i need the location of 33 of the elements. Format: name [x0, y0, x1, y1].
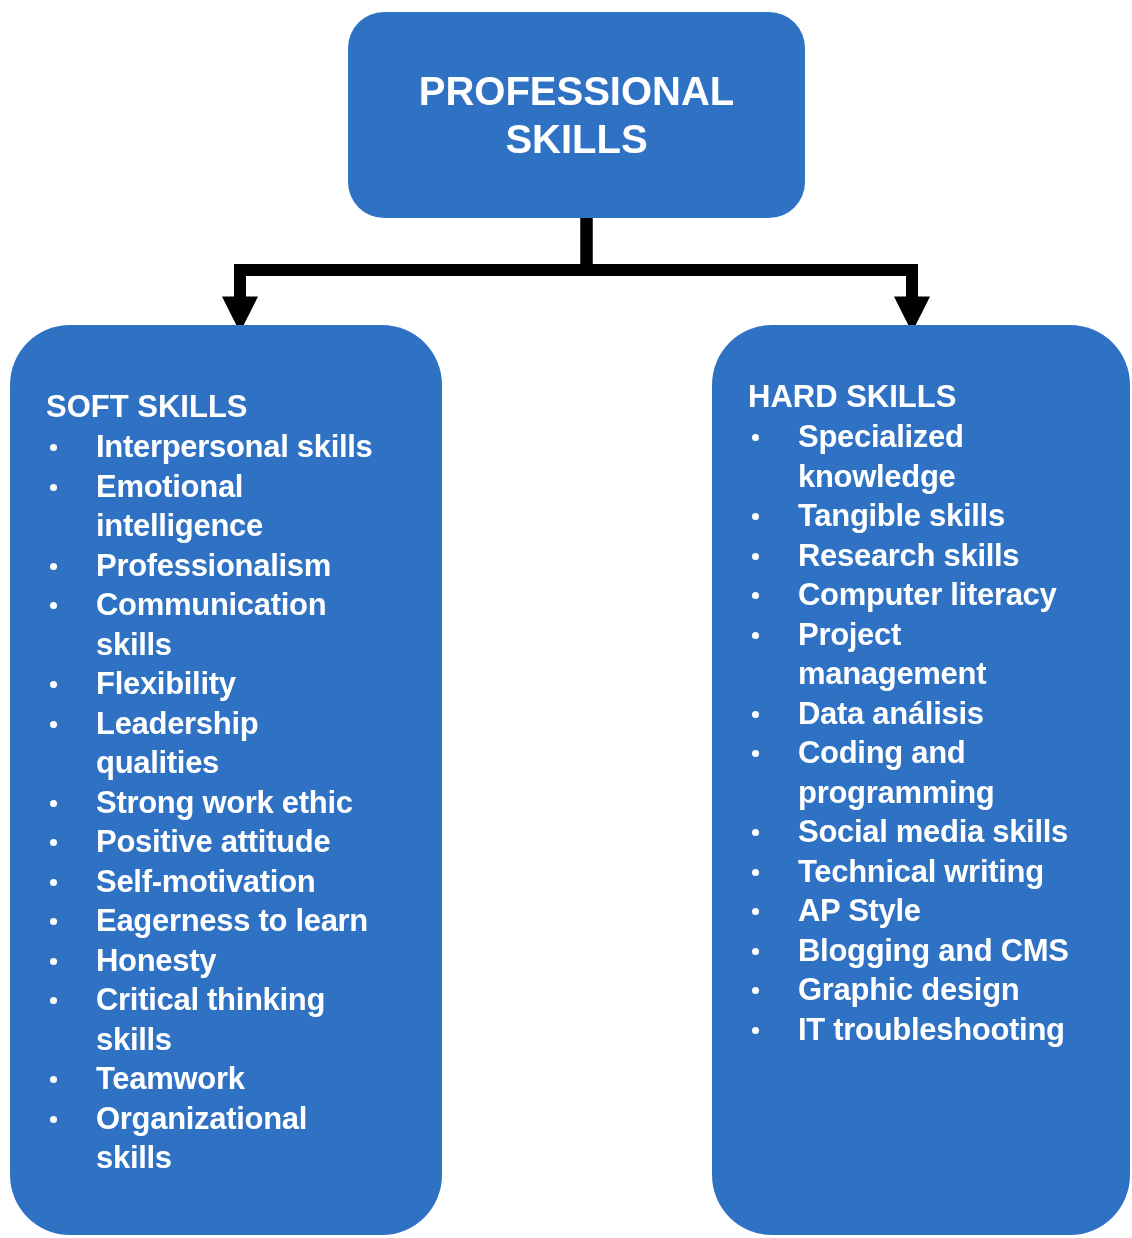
skill-item: AP Style — [798, 892, 922, 930]
skill-item: IT troubleshooting — [798, 1010, 1066, 1049]
skill-item: Specialized knowledge — [798, 418, 965, 496]
skill-item: Emotional intelligence — [96, 467, 264, 545]
section-heading: HARD SKILLS — [748, 378, 957, 416]
skill-item: Communication skills — [96, 586, 328, 664]
skill-item: Social media skills — [798, 813, 1069, 851]
skill-item: Research skills — [798, 536, 1021, 575]
skill-item: Tangible skills — [798, 497, 1006, 535]
skill-item: Positive attitude — [96, 823, 332, 861]
title-text: PROFESSIONAL SKILLS — [417, 68, 736, 163]
skill-item: Interpersonal skills — [96, 428, 374, 466]
skill-item: Data análisis — [798, 694, 985, 733]
skill-item: Blogging and CMS — [798, 931, 1070, 970]
skill-item: Honesty — [96, 941, 218, 980]
rounded-box — [712, 325, 1130, 1235]
skill-item: Eagerness to learn — [96, 902, 369, 940]
rounded-box — [10, 325, 442, 1235]
skill-item: Self-motivation — [96, 862, 317, 901]
skill-item: Critical thinking skills — [96, 981, 327, 1059]
skill-item: Professionalism — [96, 546, 332, 585]
skill-item: Technical writing — [798, 852, 1045, 891]
skill-item: Organizational skills — [96, 1099, 309, 1177]
skill-item: Project management — [798, 615, 988, 693]
section-heading: SOFT SKILLS — [46, 388, 248, 426]
skill-item: Computer literacy — [798, 576, 1058, 614]
rounded-box — [348, 12, 805, 218]
skill-item: Flexibility — [96, 665, 237, 703]
skill-item: Strong work ethic — [96, 783, 354, 822]
skill-item: Graphic design — [798, 971, 1021, 1009]
skill-item: Teamwork — [96, 1060, 246, 1098]
skill-item: Leadership qualities — [96, 704, 260, 782]
skill-item: Coding and programming — [798, 734, 996, 812]
